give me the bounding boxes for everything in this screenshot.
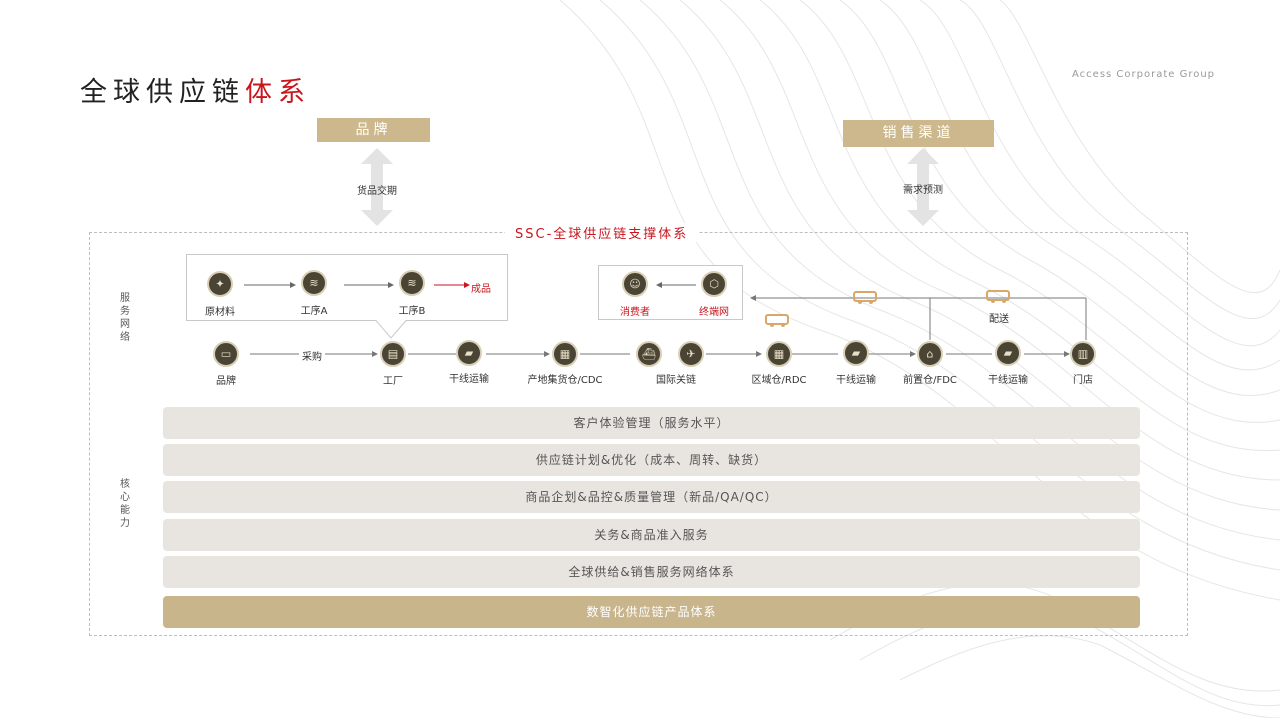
delivery-truck-icon [853,291,877,304]
truck-node-icon: ▰ [843,340,869,366]
capability-bar: 供应链计划&优化（成本、周转、缺货） [163,444,1140,476]
consumer-arrow [656,282,696,288]
capability-bar: 全球供给&销售服务网络体系 [163,556,1140,588]
flow-node-label: 干线运输 [836,375,876,386]
consumer-node-icon: ☺ [622,271,648,297]
front-warehouse-node-icon: ⌂ [917,341,943,367]
flow-node-label: 干线运输 [988,375,1028,386]
factory-output-label: 成品 [471,284,491,295]
factory-process-label: 工序B [398,306,426,317]
flow-node-label: 产地集货仓/CDC [527,375,603,386]
sales-channel-tag: 销售渠道 [843,120,994,147]
flow-node-label: 干线运输 [449,374,489,385]
capability-bar: 客户体验管理（服务水平） [163,407,1140,439]
truck-node-icon: ▰ [995,340,1021,366]
terminal-label: 终端网 [699,307,729,318]
side-label-service: 服务网络 [120,293,130,343]
flow-node-label: 前置仓/FDC [903,375,957,386]
flow-node-label: 国际关链 [656,375,696,386]
raw-material-node-icon: ✦ [207,271,233,297]
warehouse-node-icon: ▦ [552,341,578,367]
main-flow-arrows [250,351,1070,357]
factory-process-callout [186,254,508,339]
sales-double-arrow-icon [907,148,939,226]
page-title-accent: 体系 [245,77,311,108]
regional-warehouse-node-icon: ▦ [766,341,792,367]
brand-note: 货品交期 [357,186,397,197]
capability-bar: 商品企划&品控&质量管理（新品/QA/QC） [163,481,1140,513]
ssc-frame-title-prefix: SSC [515,227,547,242]
brand-double-arrow-icon [361,148,393,226]
store-node-icon: ▥ [1070,341,1096,367]
factory-node-icon: ▤ [380,341,406,367]
factory-process-label: 工序A [300,306,328,317]
sales-note: 需求预测 [903,185,943,196]
page-title: 全球供应链体系 [80,70,311,109]
terminal-node-icon: ⬡ [701,271,727,297]
brand-node-icon: ▭ [213,341,239,367]
delivery-truck-icon [765,314,789,327]
side-label-core: 核心能力 [120,479,130,529]
flow-node-label: 品牌 [216,376,236,387]
consumer-label: 消费者 [620,307,650,318]
process-a-node-icon: ≋ [301,270,327,296]
capability-bar: 关务&商品准入服务 [163,519,1140,551]
brand-tag: 品牌 [317,118,430,142]
flow-node-label: 门店 [1073,375,1093,386]
delivery-note: 配送 [989,314,1009,325]
factory-process-label: 原材料 [205,307,235,318]
flow-node-label: 区域仓/RDC [751,375,807,386]
process-b-node-icon: ≋ [399,270,425,296]
corporate-name: Access Corporate Group [1072,69,1216,80]
factory-process-arrows [244,282,470,288]
capability-highlight-bar: 数智化供应链产品体系 [163,596,1140,628]
ship-node-icon: ⛴ [636,341,662,367]
page-title-main: 全球供应链 [80,77,245,108]
delivery-truck-icon [986,290,1010,303]
plane-node-icon: ✈ [678,341,704,367]
flow-node-label: 工厂 [383,376,403,387]
purchase-note: 采购 [299,348,325,363]
ssc-frame-title-rest: -全球供应链支撑体系 [546,227,689,242]
ssc-frame-title: SSC-全球供应链支撑体系 [505,223,699,242]
truck-node-icon: ▰ [456,340,482,366]
